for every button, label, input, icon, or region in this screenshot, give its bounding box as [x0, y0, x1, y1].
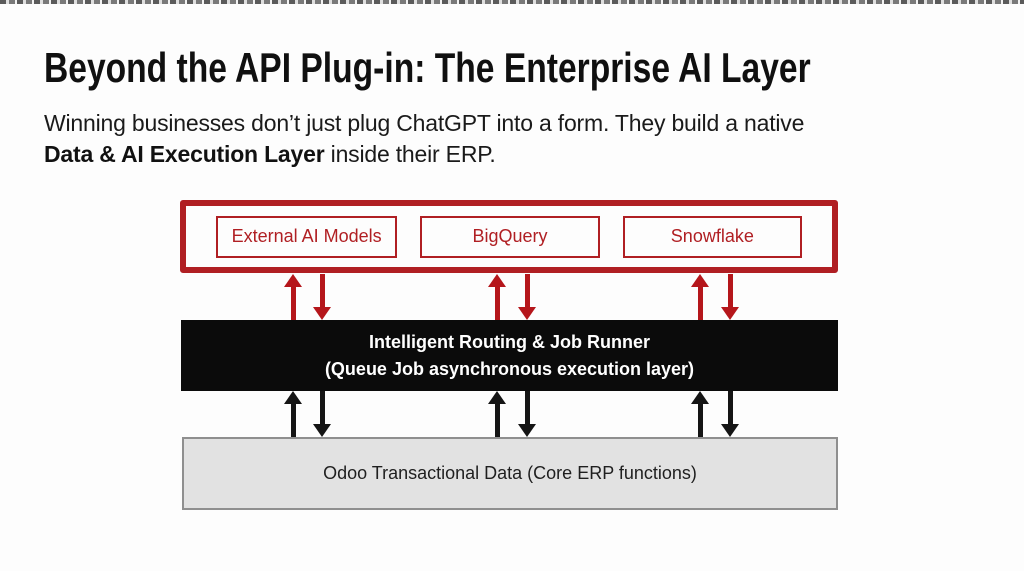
red-down-arrow [721, 274, 739, 320]
page-title: Beyond the API Plug-in: The Enterprise A… [44, 44, 811, 91]
top-edge-artifact [0, 0, 1024, 4]
black-up-arrow [284, 391, 302, 437]
black-up-arrow [488, 391, 506, 437]
subtitle-bold-phrase: Data & AI Execution Layer [44, 141, 325, 167]
odoo-data-layer-label: Odoo Transactional Data (Core ERP functi… [323, 463, 697, 483]
snowflake-label: Snowflake [670, 226, 754, 246]
red-up-arrow [691, 274, 709, 320]
external-ai-models-label: External AI Models [231, 226, 382, 246]
external-ai-layer-container: External AI Models BigQuery Snowflake [180, 200, 838, 273]
external-ai-models-box: External AI Models [216, 215, 398, 258]
routing-layer-line2: (Queue Job asynchronous execution layer) [324, 358, 695, 379]
black-down-arrow [518, 391, 536, 437]
black-down-arrow [721, 391, 739, 437]
snowflake-box: Snowflake [622, 215, 803, 258]
red-down-arrow [313, 274, 331, 320]
routing-layer-line1: Intelligent Routing & Job Runner [369, 331, 650, 352]
odoo-data-layer-box: Odoo Transactional Data (Core ERP functi… [182, 437, 838, 510]
black-down-arrow [313, 391, 331, 437]
red-down-arrow [518, 274, 536, 320]
subtitle: Winning businesses don’t just plug ChatG… [44, 108, 944, 170]
black-up-arrow [691, 391, 709, 437]
subtitle-rest: inside their ERP. [324, 141, 496, 167]
red-up-arrow [284, 274, 302, 320]
routing-layer-box: Intelligent Routing & Job Runner (Queue … [181, 320, 838, 391]
subtitle-line1: Winning businesses don’t just plug ChatG… [44, 110, 805, 136]
red-up-arrow [488, 274, 506, 320]
bigquery-box: BigQuery [420, 215, 600, 258]
bigquery-label: BigQuery [472, 226, 548, 246]
